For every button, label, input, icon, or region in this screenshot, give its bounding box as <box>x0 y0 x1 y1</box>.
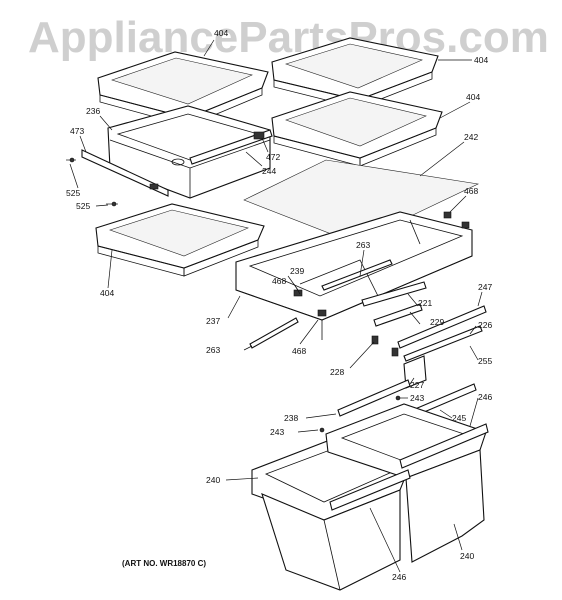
rail-226 <box>403 325 483 362</box>
callout-240-left: 240 <box>206 475 220 485</box>
callout-226: 226 <box>478 320 492 330</box>
shelf-mid-right <box>271 91 443 167</box>
callout-228: 228 <box>330 367 344 377</box>
callout-468-right: 468 <box>464 186 478 196</box>
callout-525-b: 525 <box>76 201 90 211</box>
callout-255: 255 <box>478 356 492 366</box>
art-number: (ART NO. WR18870 C) <box>122 559 206 568</box>
callout-247: 247 <box>478 282 492 292</box>
shelf-top-right <box>271 37 439 109</box>
callout-236: 236 <box>86 106 100 116</box>
callout-labels: 404 404 404 404 236 473 472 244 242 525 … <box>66 28 492 582</box>
callout-245: 245 <box>452 413 466 423</box>
callout-404-top-left: 404 <box>214 28 228 38</box>
callout-472: 472 <box>266 152 280 162</box>
callout-240-right: 240 <box>460 551 474 561</box>
screw-525-b <box>106 201 118 207</box>
screw-525-a <box>66 157 76 163</box>
callout-404-top-right: 404 <box>474 55 488 65</box>
callout-237: 237 <box>206 316 220 326</box>
drawer-236 <box>107 105 271 199</box>
callout-246-top: 246 <box>478 392 492 402</box>
shelf-left <box>95 203 265 277</box>
clip-468-right <box>443 211 470 229</box>
rail-472 <box>189 129 273 165</box>
leader-lines <box>69 39 483 573</box>
callout-242: 242 <box>464 132 478 142</box>
callout-263-top: 263 <box>356 240 370 250</box>
callout-468-mid: 468 <box>272 276 286 286</box>
crisper-drawer-right <box>325 403 487 563</box>
callout-238: 238 <box>284 413 298 423</box>
callout-243-b: 243 <box>270 427 284 437</box>
callout-229: 229 <box>430 317 444 327</box>
callout-404-left: 404 <box>100 288 114 298</box>
bracket-229 <box>373 303 423 327</box>
rail-238 <box>337 379 411 417</box>
rail-473 <box>81 149 169 197</box>
rail-263-left <box>249 317 299 349</box>
callout-244: 244 <box>262 166 276 176</box>
callout-468-low: 468 <box>292 346 306 356</box>
handle-246-bottom <box>329 469 411 511</box>
callout-221: 221 <box>418 298 432 308</box>
screw-243-a <box>395 395 401 401</box>
callout-473: 473 <box>70 126 84 136</box>
rail-247 <box>397 305 487 349</box>
screw-243-b <box>319 427 325 433</box>
bracket-228 <box>371 335 399 357</box>
watermark-text: AppliancePartsPros.com <box>28 13 549 62</box>
callout-404-mid-right: 404 <box>466 92 480 102</box>
part-227 <box>403 355 427 389</box>
handle-246-top <box>399 423 489 469</box>
callout-239: 239 <box>290 266 304 276</box>
callout-525-a: 525 <box>66 188 80 198</box>
callout-263-left: 263 <box>206 345 220 355</box>
frame-237 <box>235 211 473 340</box>
callout-243-a: 243 <box>410 393 424 403</box>
callout-246-bottom: 246 <box>392 572 406 582</box>
callout-227: 227 <box>410 380 424 390</box>
rail-263-top <box>321 259 393 291</box>
crossbar-221 <box>361 281 427 307</box>
